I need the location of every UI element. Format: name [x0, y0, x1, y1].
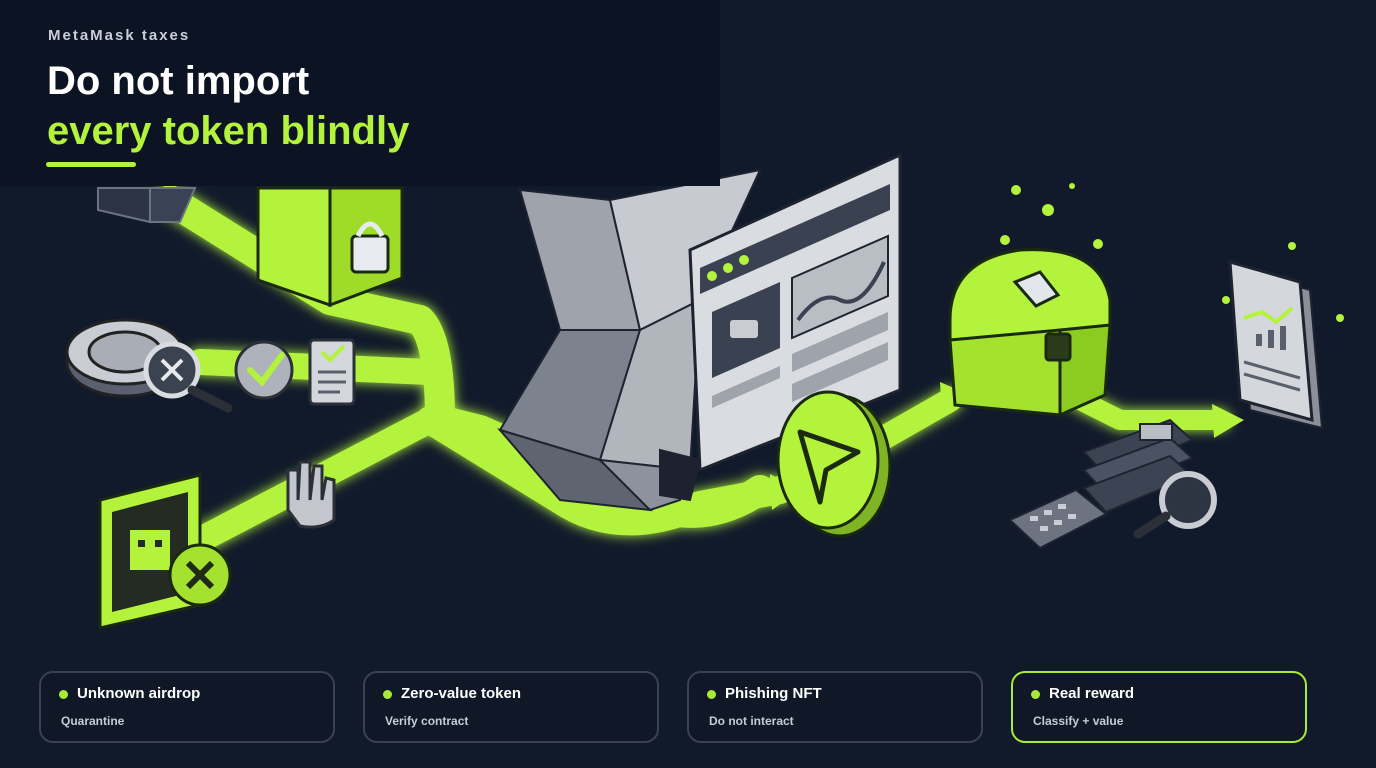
nft-reject-icon	[98, 473, 232, 630]
flow-path-right	[868, 388, 962, 452]
report-chart-icon	[1222, 242, 1344, 430]
card-phishing-nft: Phishing NFT Do not interact	[687, 671, 983, 743]
card-label: Real reward	[1049, 685, 1135, 702]
card-sub: Verify contract	[385, 714, 469, 728]
document-check-icon	[308, 338, 356, 406]
status-dot	[383, 690, 392, 699]
eyebrow-label: MetaMask taxes	[48, 27, 191, 44]
category-cards: Unknown airdrop Quarantine Zero-value to…	[39, 671, 1309, 743]
title-underline	[46, 162, 136, 167]
card-zero-value-token: Zero-value token Verify contract	[363, 671, 659, 743]
card-unknown-airdrop: Unknown airdrop Quarantine	[39, 671, 335, 743]
magnifier-icon	[1133, 471, 1217, 539]
checkmark-icon	[234, 340, 294, 400]
fox-icon	[497, 168, 762, 512]
page-title: Do not import every token blindly	[47, 56, 409, 156]
send-arrow-icon	[776, 390, 892, 538]
card-label: Zero-value token	[401, 685, 522, 702]
card-sub: Do not interact	[709, 714, 794, 728]
card-real-reward: Real reward Classify + value	[1011, 671, 1307, 743]
dark-box-icon	[97, 187, 197, 224]
card-label: Phishing NFT	[725, 685, 822, 702]
title-line-1: Do not import	[47, 59, 310, 103]
card-sub: Classify + value	[1033, 714, 1124, 728]
status-dot	[59, 690, 68, 699]
title-panel: MetaMask taxes Do not import every token…	[0, 0, 720, 186]
title-line-2: every token blindly	[47, 109, 410, 153]
browser-wallet-icon	[688, 152, 902, 473]
calculator-icon	[1008, 488, 1108, 550]
status-dot	[707, 690, 716, 699]
card-label: Unknown airdrop	[77, 685, 201, 702]
coin-search-icon	[65, 318, 233, 413]
card-sub: Quarantine	[61, 714, 125, 728]
treasure-chest-icon	[948, 183, 1112, 418]
stop-hand-icon	[286, 460, 336, 529]
status-dot	[1031, 690, 1040, 699]
ledger-stack-icon	[1082, 418, 1194, 514]
lock-box-icon	[256, 186, 404, 308]
arrow-head	[1212, 404, 1244, 438]
flow-path-main	[416, 406, 794, 536]
